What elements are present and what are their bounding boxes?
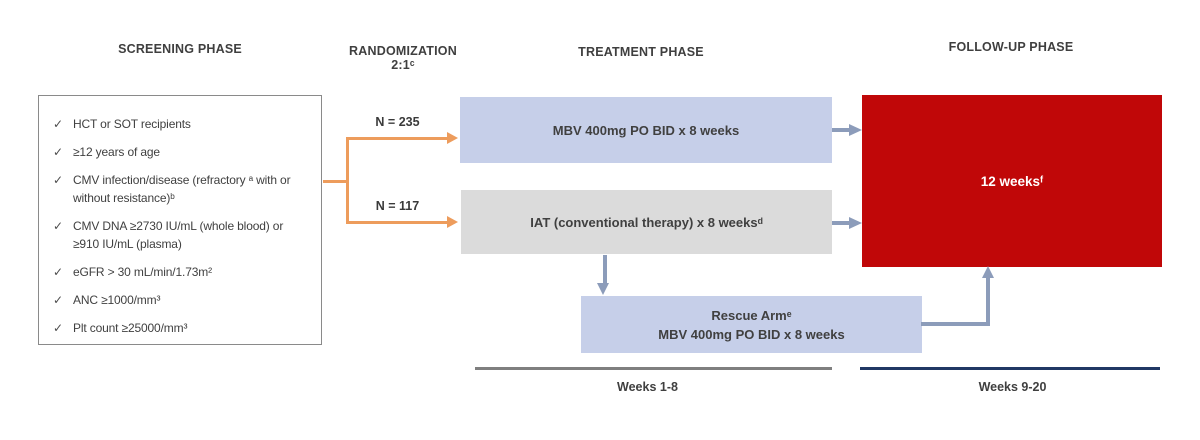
list-item: ✓ CMV DNA ≥2730 IU/mL (whole blood) or ≥… [53,217,313,253]
list-item: ✓ ≥12 years of age [53,143,313,161]
rescue-arm-title: Rescue Armᵉ [711,307,792,323]
followup-duration-label: 12 weeksᶠ [980,173,1044,189]
arm1-n-label: N = 235 [375,115,420,129]
list-item: ✓ Plt count ≥25000/mm³ [53,319,313,337]
rescue-arm-box: Rescue Armᵉ MBV 400mg PO BID x 8 weeks [581,296,922,353]
checkmark-icon: ✓ [53,219,63,233]
weeks-9-20-label: Weeks 9-20 [978,380,1047,394]
rescue-to-followup-hline [921,322,990,326]
treatment-phase-header: TREATMENT PHASE [578,45,704,59]
criterion-text: HCT or SOT recipients [73,117,191,131]
criterion-text: Plt count ≥25000/mm³ [73,321,188,335]
mbv-to-followup-arrowhead-icon [849,124,862,136]
rescue-to-followup-vline [986,277,990,326]
randomization-fork-vertical [346,137,349,224]
randomization-header: RANDOMIZATION 2:1ᶜ [343,44,463,72]
arm1-branch-line [346,137,447,140]
followup-box: 12 weeksᶠ [862,95,1162,267]
iat-arm-box: IAT (conventional therapy) x 8 weeksᵈ [461,190,832,254]
iat-arm-label: IAT (conventional therapy) x 8 weeksᵈ [530,214,763,230]
followup-phase-header: FOLLOW-UP PHASE [948,40,1074,54]
mbv-arm-label: MBV 400mg PO BID x 8 weeks [552,122,740,138]
screening-criteria-box: ✓ HCT or SOT recipients ✓ ≥12 years of a… [38,95,322,345]
list-item: ✓ ANC ≥1000/mm³ [53,291,313,309]
screening-phase-header: SCREENING PHASE [118,42,242,56]
weeks-1-8-label: Weeks 1-8 [617,380,678,394]
arm2-branch-line [346,221,447,224]
list-item: ✓ HCT or SOT recipients [53,115,313,133]
criterion-text: ANC ≥1000/mm³ [73,293,161,307]
checkmark-icon: ✓ [53,117,63,131]
rescue-to-followup-arrowhead-icon [982,266,994,278]
arm1-arrowhead-icon [447,132,458,144]
weeks-1-8-timeline-bar [475,367,832,370]
mbv-arm-box: MBV 400mg PO BID x 8 weeks [460,97,832,163]
criterion-text: ≥12 years of age [73,145,160,159]
weeks-9-20-timeline-bar [860,367,1160,370]
randomization-fork-stub [323,180,348,183]
mbv-to-followup-line [832,128,850,132]
iat-to-followup-arrowhead-icon [849,217,862,229]
checkmark-icon: ✓ [53,321,63,335]
rescue-arm-regimen: MBV 400mg PO BID x 8 weeks [658,326,845,342]
iat-to-rescue-arrowhead-icon [597,283,609,295]
criterion-text: eGFR > 30 mL/min/1.73m² [73,265,212,279]
randomization-header-line1: RANDOMIZATION [349,44,457,58]
arm2-n-label: N = 117 [375,199,420,213]
randomization-header-ratio: 2:1ᶜ [391,58,415,72]
checkmark-icon: ✓ [53,145,63,159]
iat-to-followup-line [832,221,850,225]
list-item: ✓ CMV infection/disease (refractory ᵃ wi… [53,171,313,207]
checkmark-icon: ✓ [53,173,63,187]
checkmark-icon: ✓ [53,293,63,307]
criterion-text: CMV DNA ≥2730 IU/mL (whole blood) or ≥91… [73,219,284,251]
arm2-arrowhead-icon [447,216,458,228]
criterion-text: CMV infection/disease (refractory ᵃ with… [73,173,291,205]
iat-to-rescue-line [603,255,607,283]
list-item: ✓ eGFR > 30 mL/min/1.73m² [53,263,313,281]
checkmark-icon: ✓ [53,265,63,279]
